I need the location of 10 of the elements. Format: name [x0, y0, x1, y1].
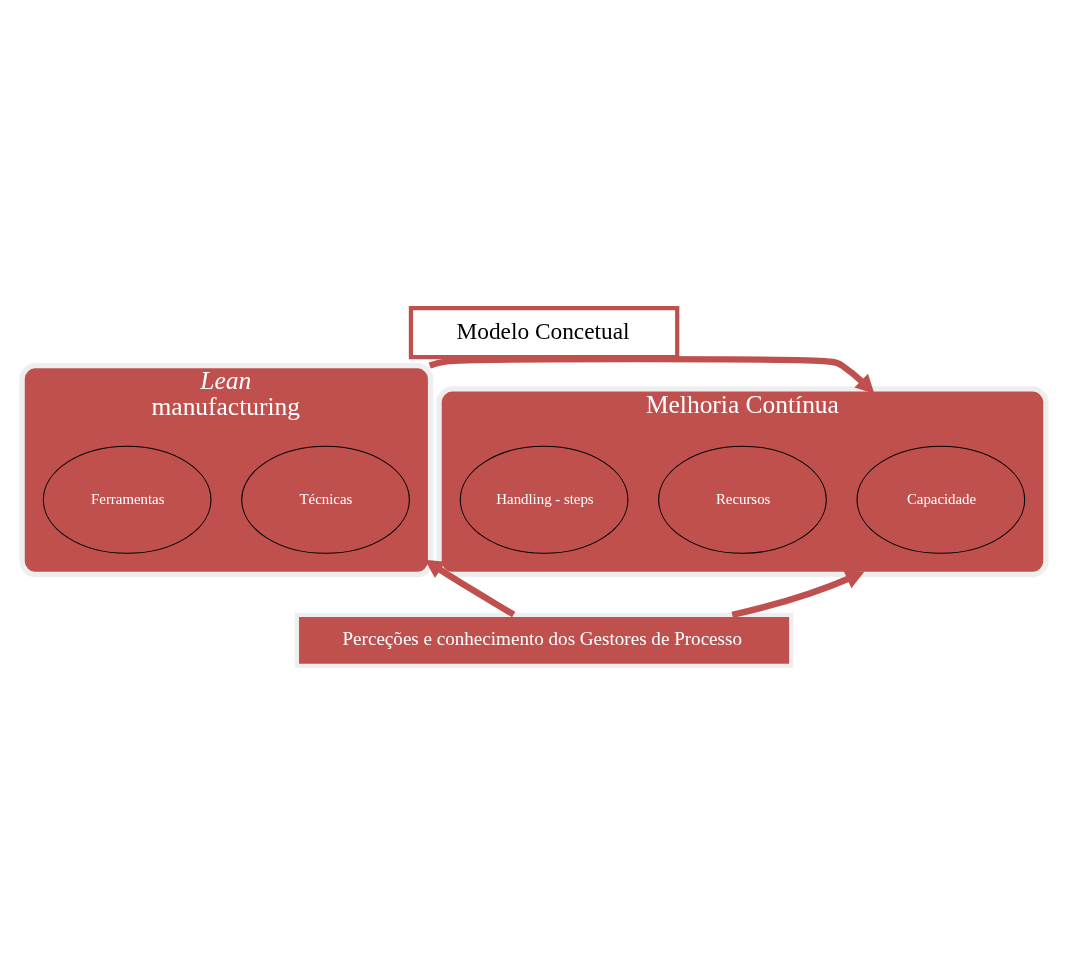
arrow: [731, 570, 865, 618]
node-ellipse: Recursos: [658, 445, 827, 554]
node-ellipse: Técnicas: [241, 445, 410, 554]
arrow: [428, 355, 875, 394]
node-ellipse: Capacidade: [856, 445, 1026, 554]
node-box: Modelo Concetual: [408, 306, 680, 360]
node-box: Perceções e conhecimento dos Gestores de Processo: [294, 612, 794, 668]
arrow: [424, 559, 516, 618]
node-ellipse: Ferramentas: [42, 445, 212, 554]
node-ellipse: Handling - steps: [459, 445, 629, 554]
